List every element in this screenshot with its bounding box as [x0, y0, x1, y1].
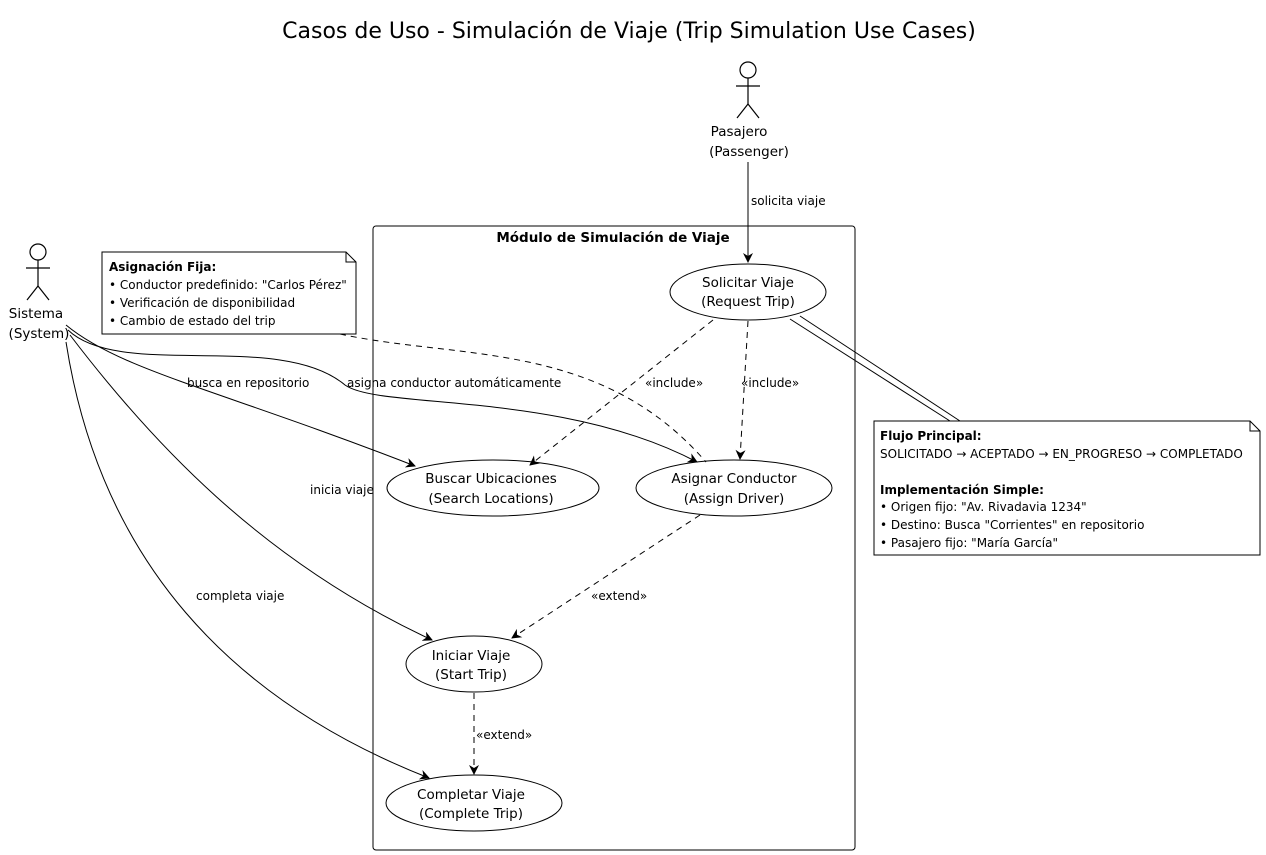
stick-figure-icon [26, 243, 50, 301]
relation-extend-start-label: «extend» [591, 589, 647, 603]
use-case-start-trip-label: Iniciar Viaje [432, 648, 511, 664]
relation-system-assign-label: asigna conductor automáticamente [347, 376, 561, 390]
note-flow: Flujo Principal: SOLICITADO → ACEPTADO →… [873, 420, 1261, 556]
use-case-complete-trip-sublabel: (Complete Trip) [419, 806, 523, 822]
note-assignment-line: • Cambio de estado del trip [109, 314, 275, 328]
use-case-request-trip[interactable]: Solicitar Viaje (Request Trip) [669, 263, 827, 321]
system-boundary-label: Módulo de Simulación de Viaje [496, 230, 729, 246]
use-case-start-trip-sublabel: (Start Trip) [435, 667, 507, 683]
use-case-search-locations-label: Buscar Ubicaciones [425, 471, 557, 487]
relation-system-search: busca en repositorio [65, 324, 416, 468]
relation-extend-start: «extend» [511, 514, 701, 639]
use-case-start-trip[interactable]: Iniciar Viaje (Start Trip) [405, 635, 543, 693]
note-flow-line: • Destino: Busca "Corrientes" en reposit… [880, 518, 1144, 532]
use-case-request-trip-sublabel: (Request Trip) [701, 294, 795, 310]
note-flow-states: SOLICITADO → ACEPTADO → EN_PROGRESO → CO… [880, 447, 1243, 461]
note-assignment-title: Asignación Fija: [109, 260, 216, 274]
note-flow-line: • Pasajero fijo: "María García" [880, 536, 1058, 550]
note-assignment-connector [339, 333, 707, 463]
note-flow-line: • Origen fijo: "Av. Rivadavia 1234" [880, 500, 1087, 514]
actor-passenger-sublabel: (Passenger) [709, 144, 789, 160]
use-case-complete-trip[interactable]: Completar Viaje (Complete Trip) [385, 774, 563, 832]
relation-system-complete: completa viaje [65, 341, 430, 780]
relation-system-start: inicia viaje [69, 334, 433, 641]
stick-figure-icon [736, 61, 760, 119]
note-assignment-line: • Verificación de disponibilidad [109, 296, 295, 310]
note-flow-title: Flujo Principal: [880, 429, 982, 443]
relation-system-complete-label: completa viaje [196, 589, 284, 603]
actor-system-sublabel: (System) [9, 326, 70, 342]
note-flow-impl-title: Implementación Simple: [880, 483, 1044, 497]
use-case-assign-driver[interactable]: Asignar Conductor (Assign Driver) [635, 459, 833, 517]
relation-extend-complete: «extend» [469, 693, 532, 775]
relation-include-assign-label: «include» [741, 376, 799, 390]
relation-include-assign: «include» [735, 320, 799, 460]
note-assignment-line: • Conductor predefinido: "Carlos Pérez" [109, 278, 347, 292]
relation-passenger-request: solicita viaje [743, 162, 826, 263]
use-case-search-locations-sublabel: (Search Locations) [428, 491, 553, 507]
use-case-request-trip-label: Solicitar Viaje [702, 275, 794, 291]
relation-system-search-label: busca en repositorio [187, 376, 309, 390]
actor-system[interactable]: Sistema (System) [9, 243, 70, 342]
use-case-complete-trip-label: Completar Viaje [417, 787, 525, 803]
relation-include-search-label: «include» [645, 376, 703, 390]
use-case-assign-driver-label: Asignar Conductor [671, 471, 797, 487]
relation-extend-complete-label: «extend» [476, 728, 532, 742]
actor-system-label: Sistema [9, 306, 63, 322]
use-case-assign-driver-sublabel: (Assign Driver) [684, 491, 785, 507]
actor-passenger-label: Pasajero [711, 124, 768, 140]
note-assignment: Asignación Fija: • Conductor predefinido… [101, 251, 357, 335]
relation-passenger-request-label: solicita viaje [751, 194, 826, 208]
diagram-title: Casos de Uso - Simulación de Viaje (Trip… [282, 19, 976, 44]
note-flow-connector [789, 315, 961, 422]
relation-system-assign: asigna conductor automáticamente [67, 329, 698, 463]
use-case-search-locations[interactable]: Buscar Ubicaciones (Search Locations) [386, 459, 600, 517]
system-boundary: Módulo de Simulación de Viaje [372, 225, 856, 851]
actor-passenger[interactable]: Pasajero (Passenger) [709, 61, 789, 160]
relation-include-search: «include» [529, 319, 714, 466]
relation-system-start-label: inicia viaje [310, 483, 374, 497]
